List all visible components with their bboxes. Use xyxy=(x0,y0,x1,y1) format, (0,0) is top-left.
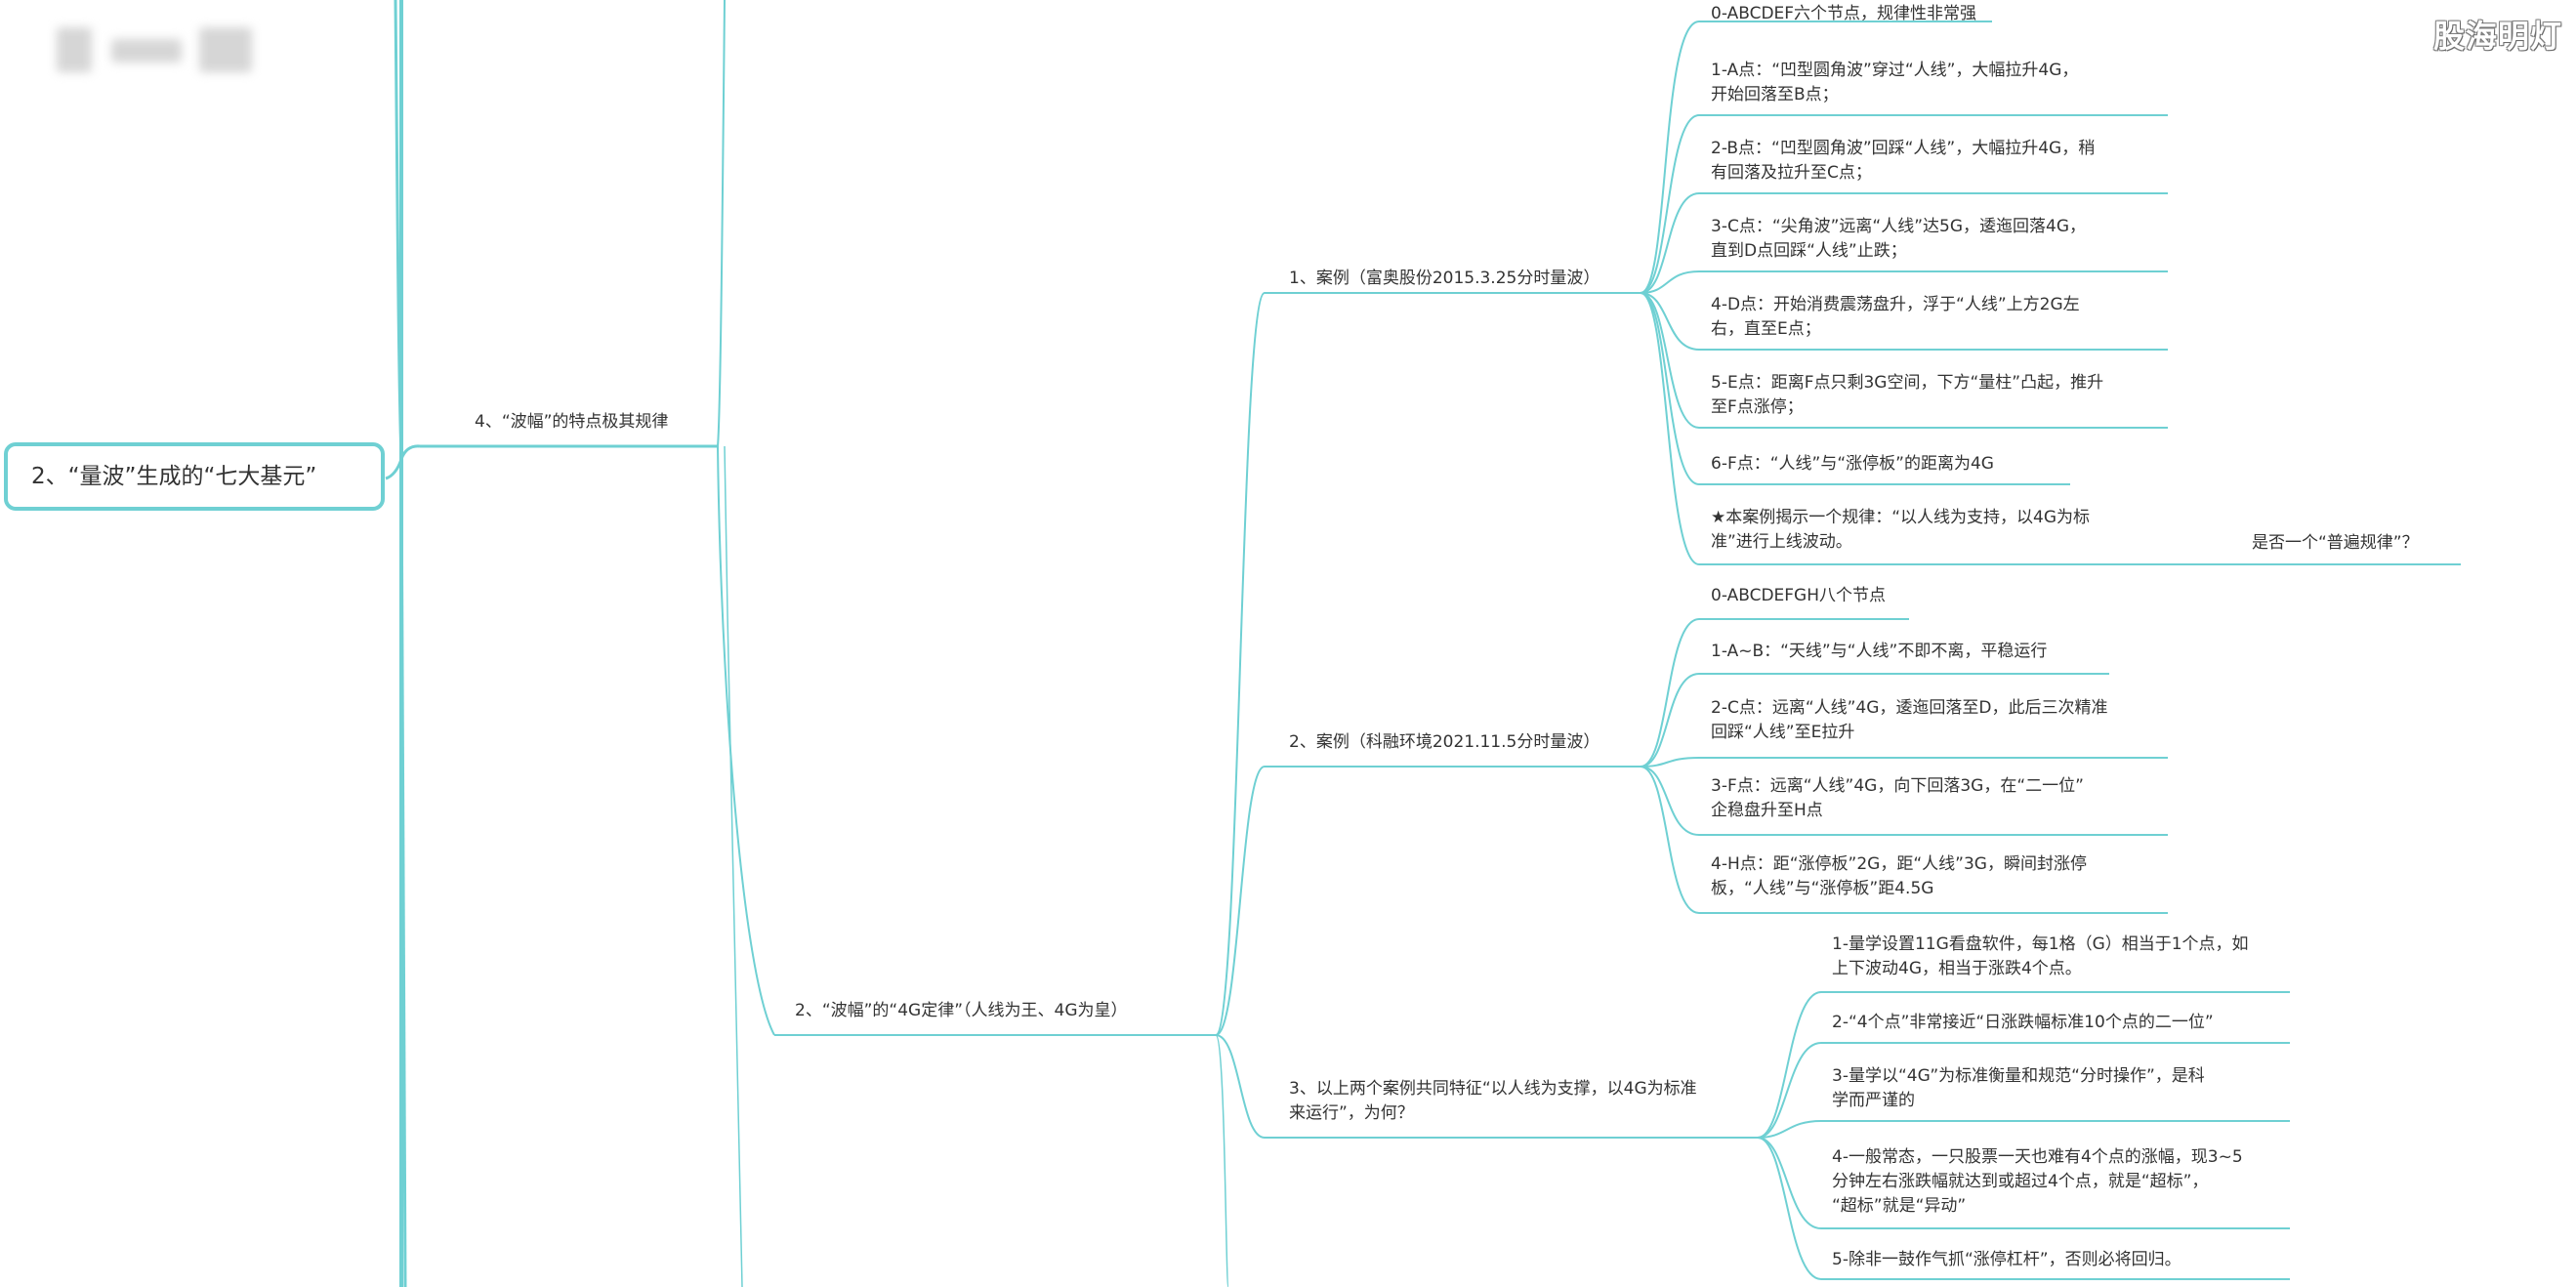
leaf-node[interactable]: 4-H点：距“涨停板”2G，距“人线”3G，瞬间封涨停板，“人线”与“涨停板”距… xyxy=(1711,854,2087,898)
lef-node[interactable]: 0-ABCDEFGH八个节点 xyxy=(1711,586,1887,605)
watermark: 股海明灯 xyxy=(2432,18,2562,55)
case-node[interactable]: 1、案例（富奥股份2015.3.25分时量波） xyxy=(1289,269,1600,288)
leaf-node[interactable]: 3-C点：“尖角波”远离“人线”达5G，逶迤回落4G，直到D点回踩“人线”止跌； xyxy=(1711,217,2087,261)
branch-node[interactable]: 2、“波幅”的“4G定律”（人线为王、4G为皇） xyxy=(795,1001,1128,1020)
blurred-logo xyxy=(199,27,252,72)
leaf-node[interactable]: 5-E点：距离F点只剩3G空间，下方“量柱”凸起，推升至F点涨停； xyxy=(1711,373,2104,417)
blurred-logo xyxy=(57,27,92,72)
leaf-node[interactable]: 4-D点：开始消费震荡盘升，浮于“人线”上方2G左右，直至E点； xyxy=(1711,295,2080,339)
leaf-node[interactable]: 2-C点：远离“人线”4G，逶迤回落至D，此后三次精准回踩“人线”至E拉升 xyxy=(1711,698,2108,742)
root-node[interactable]: 2、“量波”生成的“七大基元” xyxy=(4,442,385,511)
case-node[interactable]: 3、以上两个案例共同特征“以人线为支撑，以4G为标准来运行”，为何？ xyxy=(1289,1079,1697,1123)
leaf-node[interactable]: 5-除非一鼓作气抓“涨停杠杆”，否则必将回归。 xyxy=(1832,1250,2181,1269)
branch-node[interactable]: 4、“波幅”的特点极其规律 xyxy=(475,412,669,432)
leaf-node[interactable]: 2-“4个点”非常接近“日涨跌幅标准10个点的二一位” xyxy=(1832,1013,2214,1032)
case-node[interactable]: 2、案例（科融环境2021.11.5分时量波） xyxy=(1289,732,1600,752)
leaf-node[interactable]: 1-量学设置11G看盘软件，每1格（G）相当于1个点，如上下波动4G，相当于涨跌… xyxy=(1832,934,2249,978)
leaf-node[interactable]: 3-F点：远离“人线”4G，向下回落3G，在“二一位”企稳盘升至H点 xyxy=(1711,776,2084,820)
leaf-node[interactable]: 3-量学以“4G”为标准衡量和规范“分时操作”，是科学而严谨的 xyxy=(1832,1066,2205,1110)
leaf-node[interactable]: ★本案例揭示一个规律：“以人线为支持，以4G为标准”进行上线波动。 xyxy=(1711,508,2091,552)
blurred-logo xyxy=(111,39,182,62)
leaf-node[interactable]: 0-ABCDEF六个节点，规律性非常强 xyxy=(1711,4,1977,23)
question-node[interactable]: 是否一个“普遍规律”？ xyxy=(2252,533,2419,553)
leaf-node[interactable]: 1-A~B：“天线”与“人线”不即不离，平稳运行 xyxy=(1711,642,2048,661)
leaf-node[interactable]: 1-A点：“凹型圆角波”穿过“人线”，大幅拉升4G，开始回落至B点； xyxy=(1711,61,2079,104)
leaf-node[interactable]: 6-F点：“人线”与“涨停板”的距离为4G xyxy=(1711,454,1994,474)
leaf-node[interactable]: 2-B点：“凹型圆角波”回踩“人线”，大幅拉升4G，稍有回落及拉升至C点； xyxy=(1711,139,2096,183)
